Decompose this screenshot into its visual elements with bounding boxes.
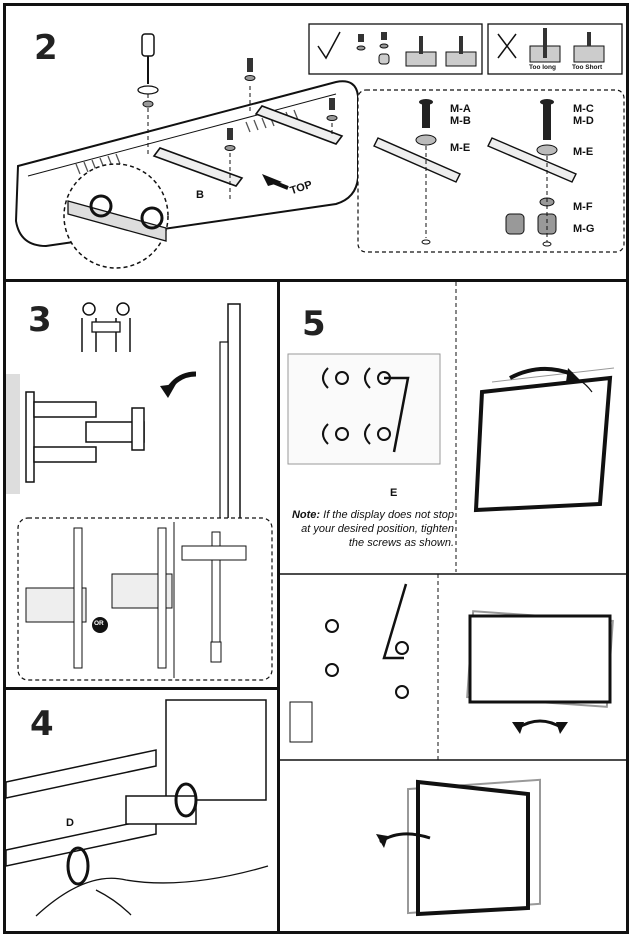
step-4-illustration <box>6 699 269 917</box>
step-3-illustration <box>6 302 273 681</box>
note-label: Note: <box>291 509 321 521</box>
adjustment-note: Note: If the display does not stop at yo… <box>284 508 454 550</box>
label-m-c: M-C <box>573 103 594 115</box>
step-3-number: 3 <box>28 300 52 340</box>
step-5-number: 5 <box>302 304 326 344</box>
label-too-long: Too long <box>529 64 556 71</box>
label-m-e-left: M-E <box>450 142 471 154</box>
step-3-panel: 3 OR <box>3 279 280 690</box>
label-m-g: M-G <box>573 223 595 235</box>
step-5-panel: 5 E Note: If the display does not stop a… <box>277 279 629 934</box>
step-2-number: 2 <box>34 28 58 68</box>
label-m-e-right: M-E <box>573 146 594 158</box>
label-or: OR <box>94 620 104 627</box>
step-2-panel: 2 B TOP M-A M-B M-E M-C M-D M-E M-F M-G … <box>3 3 629 282</box>
label-m-d: M-D <box>573 115 594 127</box>
note-text: If the display does not stop at your des… <box>301 509 454 549</box>
step-5-illustration <box>280 282 626 917</box>
label-d: D <box>66 817 74 829</box>
label-m-b: M-B <box>450 115 471 127</box>
step-4-number: 4 <box>30 704 54 744</box>
label-e: E <box>390 487 398 499</box>
step-2-illustration <box>14 23 625 269</box>
step-4-panel: 4 D <box>3 687 280 934</box>
label-m-f: M-F <box>573 201 593 213</box>
label-too-short: Too Short <box>572 64 603 71</box>
label-m-a: M-A <box>450 103 471 115</box>
label-b: B <box>196 189 204 201</box>
